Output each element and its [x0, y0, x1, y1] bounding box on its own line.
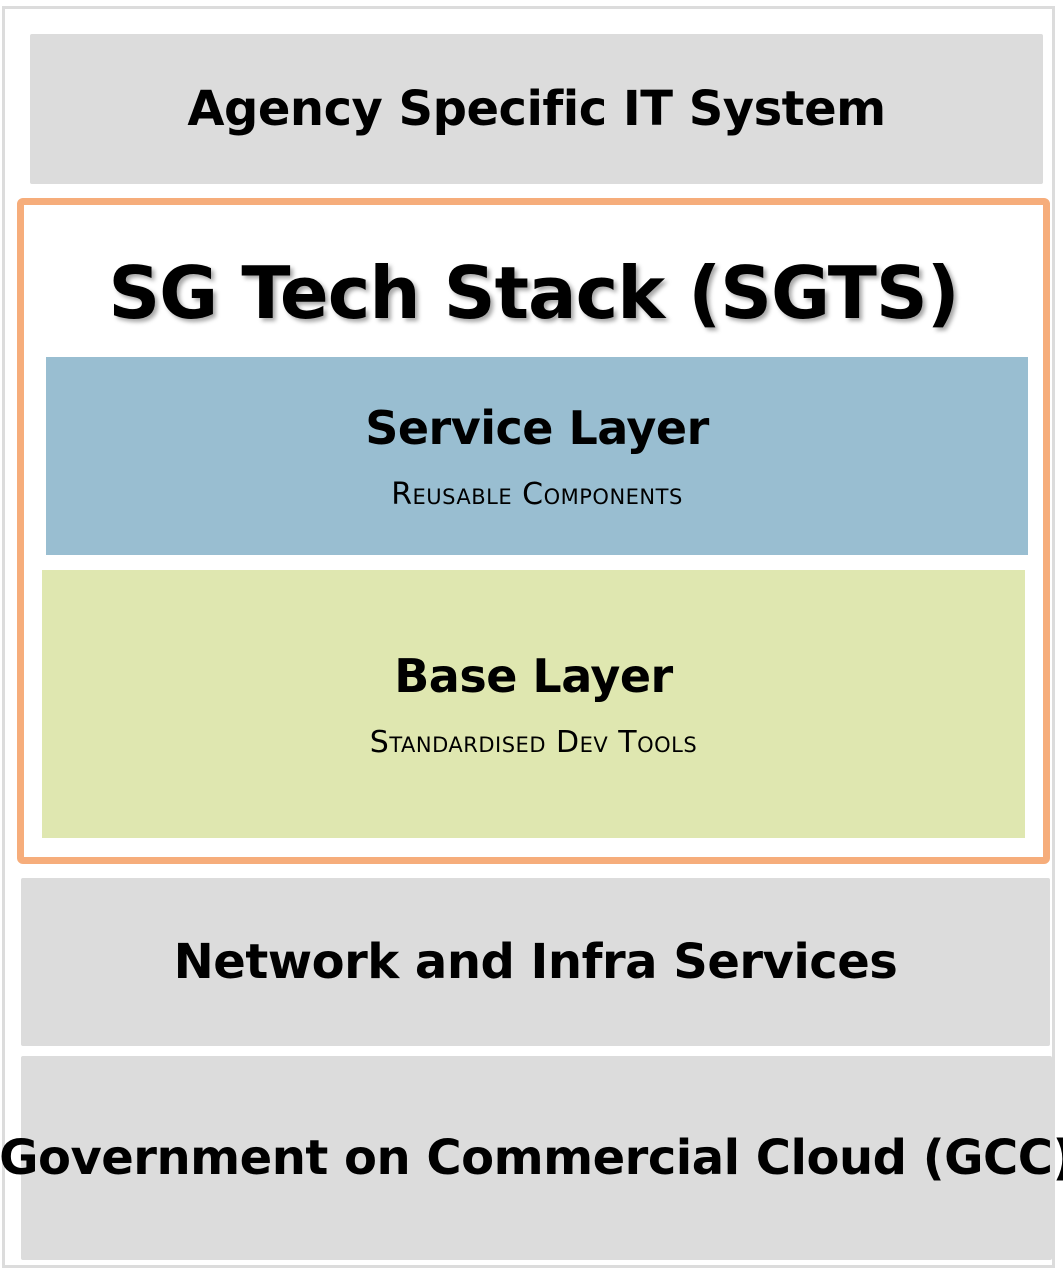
base-layer-title: Base Layer	[394, 648, 673, 703]
gcc-layer: Government on Commercial Cloud (GCC)	[0, 1056, 1063, 1260]
service-layer-subtitle: Reusable Components	[391, 476, 683, 512]
sgts-container: SG Tech Stack (SGTS) Service Layer Reusa…	[17, 198, 1050, 864]
agency-layer-title: Agency Specific IT System	[187, 81, 886, 137]
agency-layer: Agency Specific IT System	[30, 34, 1043, 184]
sgts-title: SG Tech Stack (SGTS)	[108, 251, 959, 335]
service-layer-title: Service Layer	[365, 400, 709, 455]
service-layer: Service Layer Reusable Components	[46, 357, 1028, 555]
base-layer-subtitle: Standardised Dev Tools	[369, 724, 698, 760]
network-layer: Network and Infra Services	[21, 878, 1050, 1046]
network-layer-title: Network and Infra Services	[173, 934, 898, 990]
gcc-layer-title: Government on Commercial Cloud (GCC)	[0, 1130, 1063, 1186]
base-layer: Base Layer Standardised Dev Tools	[42, 570, 1025, 838]
